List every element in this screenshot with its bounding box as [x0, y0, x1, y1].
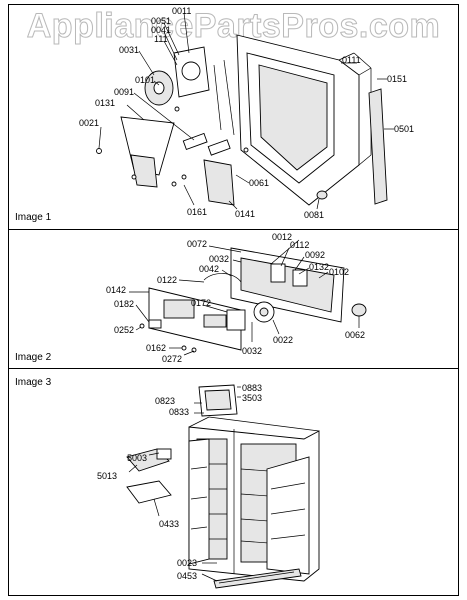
part-label: 0091 [114, 87, 134, 97]
part-label: 5003 [127, 453, 147, 463]
part-label: 0101 [135, 75, 155, 85]
exploded-view-3: 0883 0823 3503 0833 5003 5013 0433 0023 … [97, 383, 320, 589]
part-label: 0501 [394, 124, 414, 134]
panel-label: Image 2 [15, 352, 52, 363]
part-label: 0022 [273, 335, 293, 345]
diagram-panel-3: Image 3 [8, 368, 459, 596]
part-label: 5013 [97, 471, 117, 481]
part-label: 0032 [242, 346, 262, 356]
part-label: 0883 [242, 383, 262, 393]
part-label: 0112 [290, 240, 309, 250]
part-label: 0433 [159, 519, 179, 529]
part-label: 0031 [119, 45, 139, 55]
exploded-view-1: 0011 0051 0041 111 0031 0101 0091 0131 0… [79, 6, 414, 220]
part-label: 0021 [79, 118, 99, 128]
part-label: 0132 [309, 262, 329, 272]
exploded-view-2: 0072 0012 0112 0092 0032 0042 0132 0102 … [106, 232, 367, 364]
watermark: AppliancePartsPros.com [26, 7, 441, 46]
part-label: 0102 [329, 267, 349, 277]
part-label: 0062 [345, 330, 365, 340]
part-label: 0172 [191, 298, 211, 308]
part-label: 0011 [172, 6, 191, 16]
part-label: 0182 [114, 299, 134, 309]
part-label: 0061 [249, 178, 269, 188]
part-label: 0092 [305, 250, 325, 260]
part-label: 0162 [146, 343, 166, 353]
part-label: 111 [154, 34, 168, 44]
part-label: 0072 [187, 239, 207, 249]
diagram-panel-2: Image 2 [8, 229, 459, 369]
part-label: 0252 [114, 325, 134, 335]
part-label: 3503 [242, 393, 262, 403]
part-label: 0272 [162, 354, 182, 364]
part-label: 0141 [235, 209, 255, 219]
part-label: 0012 [272, 232, 292, 242]
part-label: 0051 [151, 16, 171, 26]
panel-label: Image 3 [15, 377, 52, 388]
part-label: 0023 [177, 558, 197, 568]
part-label: 0042 [199, 264, 219, 274]
part-label: 0142 [106, 285, 126, 295]
panel-label: Image 1 [15, 212, 52, 223]
part-label: 0081 [304, 210, 324, 220]
part-label: 0833 [169, 407, 189, 417]
part-label: 0032 [209, 254, 229, 264]
part-label: 0131 [95, 98, 115, 108]
part-label: 0823 [155, 396, 175, 406]
part-label: 0041 [151, 25, 171, 35]
diagram-panel-1: Image 1 [8, 4, 459, 230]
part-label: 0161 [187, 207, 207, 217]
part-label: 0122 [157, 275, 177, 285]
part-label: 0111 [342, 55, 361, 65]
part-label: 0151 [387, 74, 407, 84]
part-label: 0453 [177, 571, 197, 581]
